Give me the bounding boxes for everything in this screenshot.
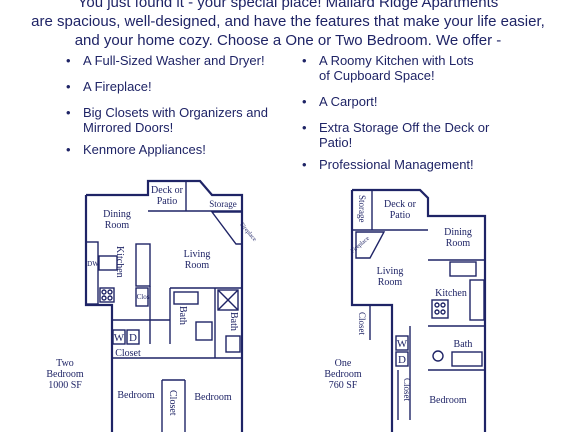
room-label-bath: Bath <box>454 339 473 350</box>
room-label-bedroom-1: Bedroom <box>117 390 154 401</box>
feature-list-right: • A Roomy Kitchen with Lots of Cupboard … <box>302 53 542 183</box>
room-label-bedroom: Bedroom <box>429 395 466 406</box>
room-label-living-room: Room <box>378 277 403 288</box>
feature-item: • A Roomy Kitchen with Lots of Cupboard … <box>302 53 484 83</box>
bullet-icon: • <box>66 79 71 94</box>
intro-line-3: and your home cozy. Choose a One or Two … <box>74 32 502 49</box>
one-bedroom-caption: One Bedroom 760 SF <box>324 358 362 391</box>
feature-list-left: • A Full-Sized Washer and Dryer! • A Fir… <box>66 53 286 168</box>
feature-item: • A Full-Sized Washer and Dryer! <box>66 53 286 68</box>
room-label-w: W <box>397 338 408 350</box>
room-label-dining-room: Room <box>446 238 471 249</box>
room-label-closet-2: Closet <box>402 378 412 402</box>
room-label-living: Living <box>184 249 211 260</box>
feature-text: Kenmore Appliances! <box>83 142 206 157</box>
two-bedroom-plan <box>84 179 244 432</box>
room-label-patio: Patio <box>157 196 178 207</box>
room-label-bath-2: Bath <box>228 312 239 331</box>
feature-text: A Carport! <box>319 94 378 109</box>
room-label-clos: Clos <box>137 293 150 301</box>
feature-text: A Roomy Kitchen with Lots of Cupboard Sp… <box>319 53 474 83</box>
room-label-kitchen: Kitchen <box>435 288 467 299</box>
bullet-icon: • <box>66 53 71 68</box>
two-bedroom-caption: Two Bedroom 1000 SF <box>46 358 84 391</box>
feature-item: • A Fireplace! <box>66 79 286 94</box>
room-label-dining: Dining <box>103 209 131 220</box>
room-label-living-room: Room <box>185 260 210 271</box>
feature-text: Extra Storage Off the Deck or Patio! <box>319 120 490 150</box>
room-label-deck: Deck or <box>151 185 184 196</box>
room-label-closet: Closet <box>357 312 367 336</box>
room-label-patio: Patio <box>390 210 411 221</box>
room-label-kitchen: Kitchen <box>114 246 125 278</box>
room-label-dw: DW <box>87 260 99 268</box>
room-label-dining: Dining <box>444 227 472 238</box>
room-label-d: D <box>129 332 137 344</box>
room-label-living: Living <box>377 266 404 277</box>
feature-item: • Professional Management! <box>302 157 542 172</box>
room-label-w: W <box>114 332 125 344</box>
room-label-closet-2: Closet <box>167 390 178 416</box>
feature-text: A Full-Sized Washer and Dryer! <box>83 53 265 68</box>
room-label-storage: Storage <box>357 195 367 223</box>
feature-item: • Kenmore Appliances! <box>66 142 286 157</box>
feature-item: • A Carport! <box>302 94 542 109</box>
bullet-icon: • <box>66 105 71 120</box>
feature-text: Big Closets with Organizers and Mirrored… <box>83 105 268 135</box>
feature-text: A Fireplace! <box>83 79 152 94</box>
bullet-icon: • <box>302 157 307 172</box>
bullet-icon: • <box>302 120 307 135</box>
one-bedroom-plan <box>350 188 487 432</box>
room-label-dining-room: Room <box>105 220 130 231</box>
feature-item: • Extra Storage Off the Deck or Patio! <box>302 120 494 150</box>
room-label-bedroom-2: Bedroom <box>194 392 231 403</box>
room-label-bath-1: Bath <box>177 306 188 325</box>
intro-line-1: You just found it - your special place! … <box>77 0 499 11</box>
room-label-closet: Closet <box>115 348 141 359</box>
bullet-icon: • <box>302 94 307 109</box>
room-label-storage: Storage <box>209 199 237 209</box>
intro-line-2: are spacious, well-designed, and have th… <box>31 13 545 30</box>
bullet-icon: • <box>66 142 71 157</box>
room-label-deck: Deck or <box>384 199 417 210</box>
room-label-d: D <box>398 354 406 366</box>
feature-item: • Big Closets with Organizers and Mirror… <box>66 105 273 135</box>
intro-paragraph: You just found it - your special place! … <box>0 0 576 50</box>
feature-text: Professional Management! <box>319 157 474 172</box>
bullet-icon: • <box>302 53 307 68</box>
